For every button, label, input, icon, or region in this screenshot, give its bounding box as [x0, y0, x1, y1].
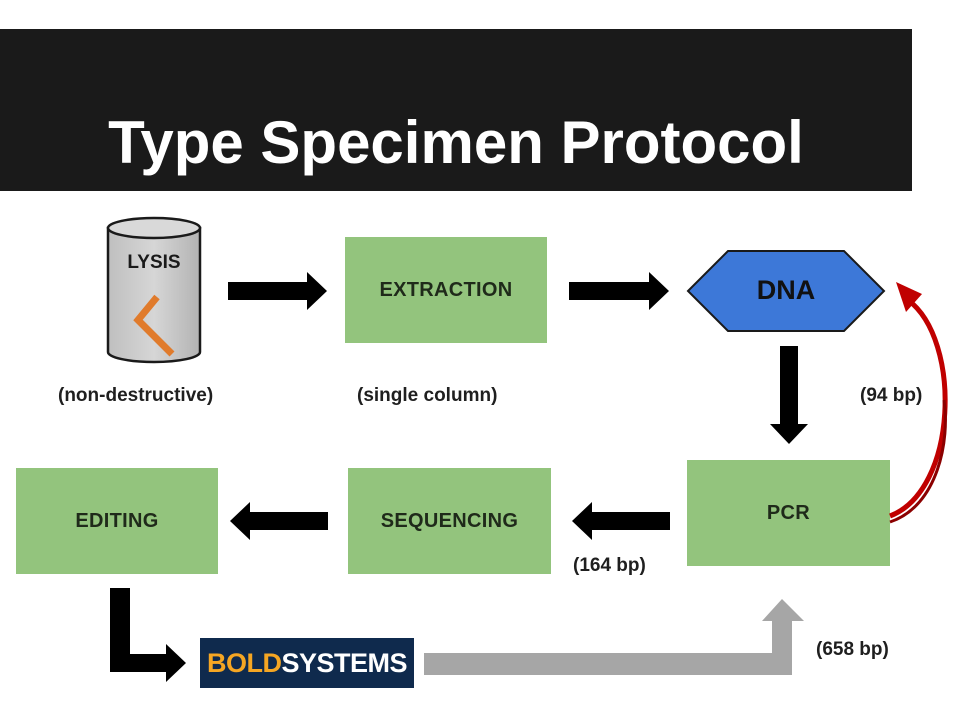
- arrow-editing-to-bold: [110, 588, 186, 682]
- arrow-bold-to-pcr: [424, 599, 804, 675]
- extraction-label: EXTRACTION: [379, 278, 513, 301]
- page-title: Type Specimen Protocol: [108, 109, 804, 176]
- arrow-pcr-to-sequencing: [572, 502, 670, 540]
- title-bar: [0, 29, 912, 191]
- sequencing-box: SEQUENCING: [348, 468, 551, 574]
- arrow-extraction-to-dna: [569, 272, 669, 310]
- note-non-destructive: (non-destructive): [58, 385, 214, 406]
- editing-box: EDITING: [16, 468, 218, 574]
- dna-hexagon: [686, 250, 886, 332]
- lysis-tube-icon: [106, 216, 202, 364]
- editing-label: EDITING: [75, 509, 159, 532]
- bold-logo-part2: SYSTEMS: [281, 647, 408, 678]
- arrow-sequencing-to-editing: [230, 502, 328, 540]
- note-single-column: (single column): [357, 385, 498, 406]
- note-94-bp: (94 bp): [860, 385, 923, 406]
- extraction-box: EXTRACTION: [345, 237, 547, 343]
- bold-systems-logo: BOLD SYSTEMS: [200, 638, 414, 688]
- specimen-leg-icon: [133, 294, 175, 357]
- arrow-pcr-to-dna-loop: [889, 282, 948, 524]
- arrow-lysis-to-extraction: [228, 272, 327, 310]
- bold-logo-part1: BOLD: [206, 647, 282, 678]
- pcr-label: PCR: [766, 501, 811, 524]
- dna-label: DNA: [756, 275, 816, 305]
- note-164-bp: (164 bp): [573, 555, 646, 576]
- lysis-label: LYSIS: [127, 252, 181, 273]
- sequencing-label: SEQUENCING: [380, 509, 519, 532]
- arrow-dna-to-pcr: [770, 346, 808, 444]
- note-658-bp: (658 bp): [816, 639, 889, 660]
- pcr-box: PCR: [687, 460, 890, 566]
